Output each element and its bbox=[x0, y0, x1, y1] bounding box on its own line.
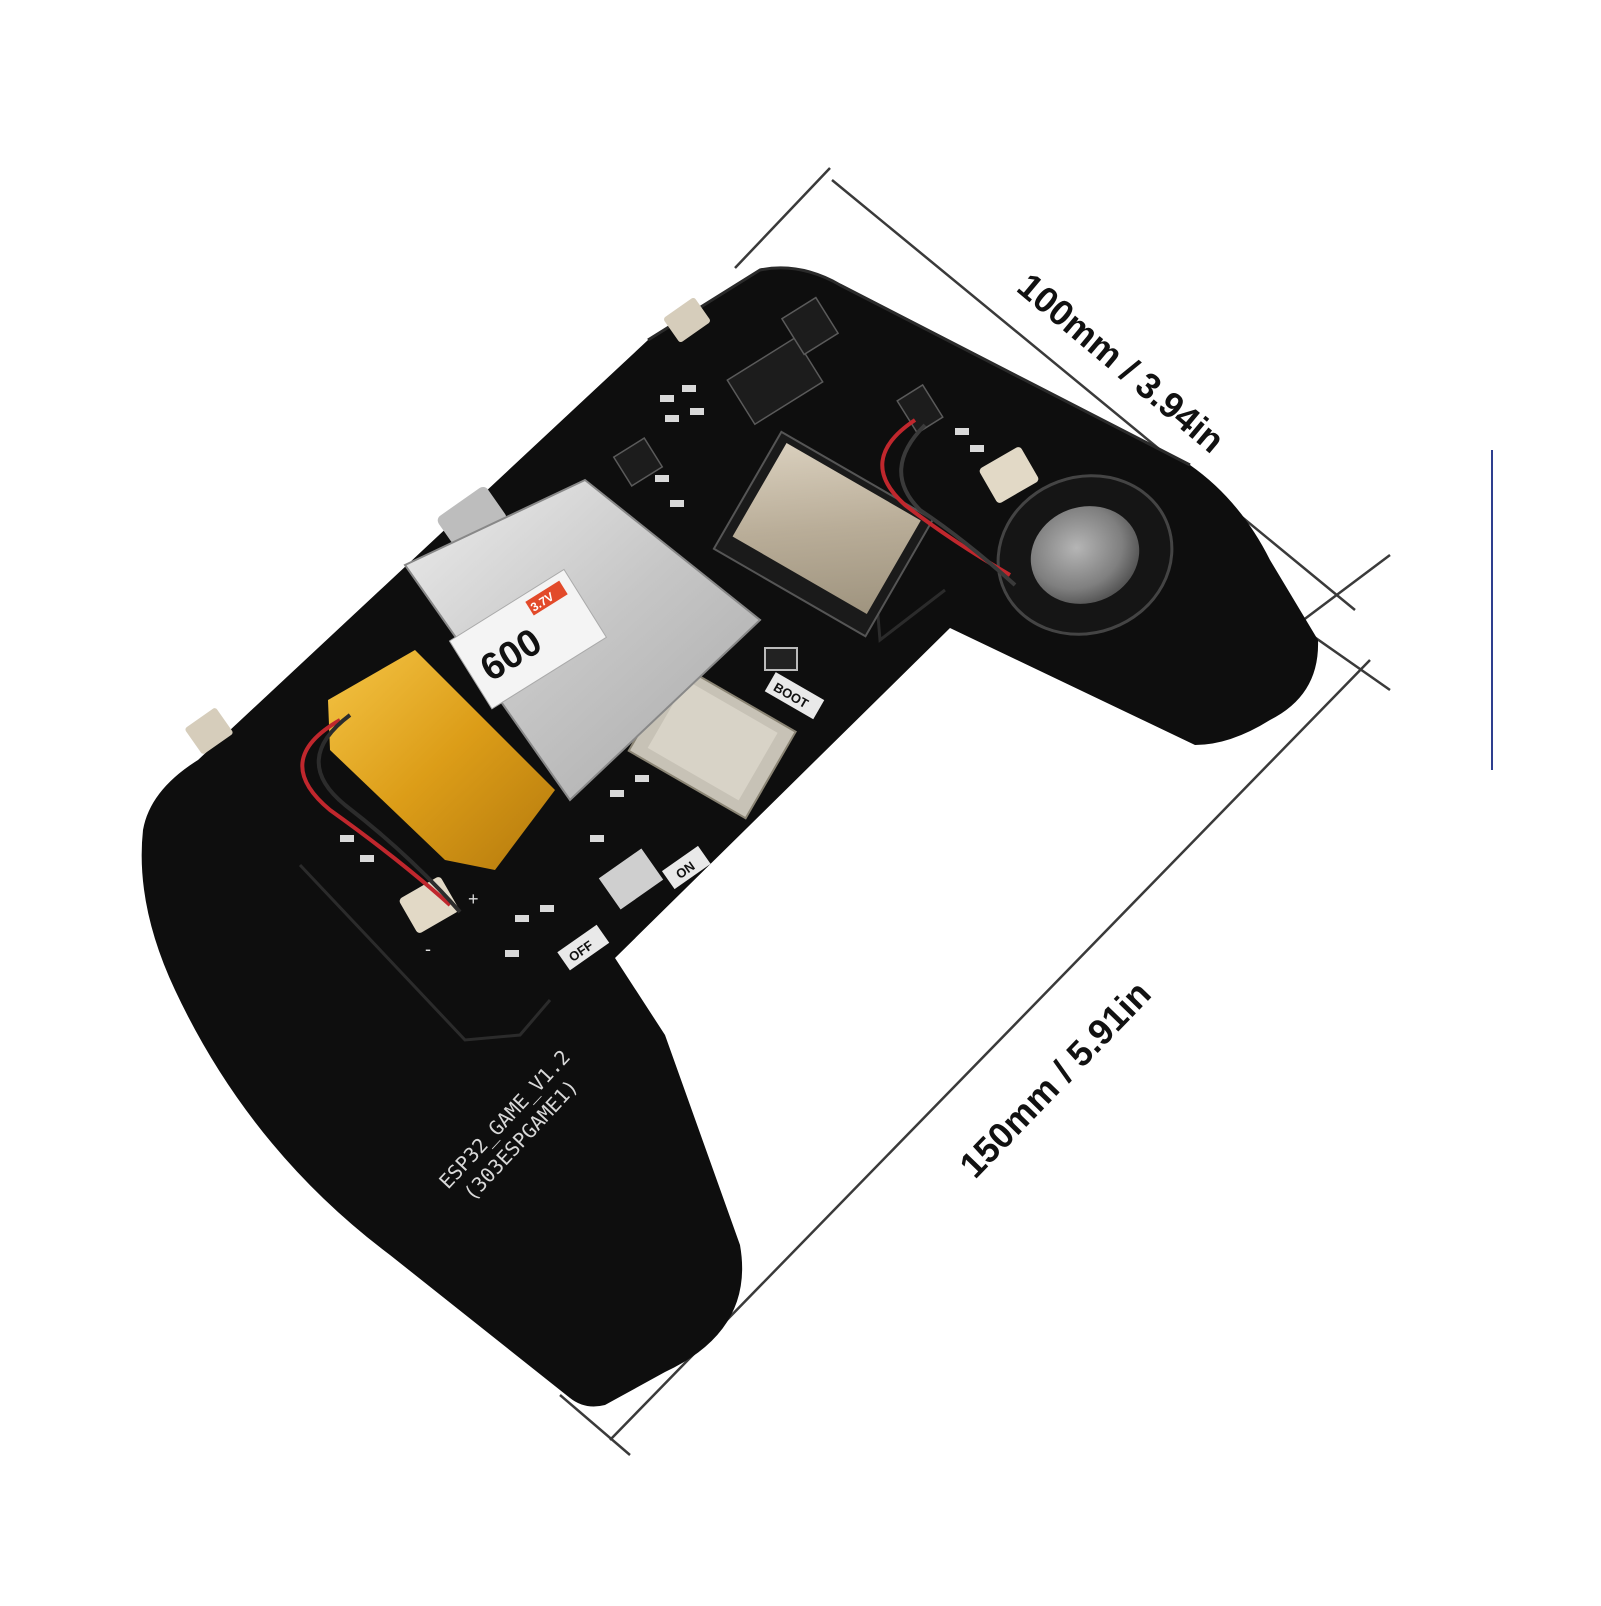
plus-label: + bbox=[468, 889, 479, 909]
connector-left bbox=[185, 708, 233, 754]
chip-group bbox=[612, 296, 944, 487]
minus-label: - bbox=[425, 939, 431, 959]
width-end-tick-bottom bbox=[1289, 554, 1391, 631]
smd-components bbox=[340, 385, 984, 957]
length-end-tick-bottom bbox=[559, 1394, 631, 1456]
power-switch-body bbox=[598, 848, 664, 910]
dimension-lines bbox=[559, 167, 1391, 1456]
speaker-connector bbox=[979, 447, 1039, 503]
usb-c-port bbox=[437, 486, 507, 552]
width-end-tick-top bbox=[734, 167, 831, 269]
battery-label: 600 3.7V bbox=[448, 568, 608, 710]
battery: 600 3.7V bbox=[328, 478, 762, 870]
length-label: 150mm / 5.91in bbox=[951, 973, 1158, 1186]
speaker-wire-red bbox=[880, 418, 1012, 577]
battery-wire-red bbox=[300, 718, 452, 907]
width-dimension-line bbox=[831, 179, 1356, 611]
power-switch: ON OFF bbox=[557, 845, 711, 971]
esp32-module bbox=[712, 430, 935, 638]
battery-wire-black bbox=[316, 713, 462, 914]
speaker-wire-black bbox=[899, 423, 1017, 587]
pcb-board: 600 3.7V BOOT ON OFF - bbox=[141, 266, 1319, 1407]
length-dimension-line bbox=[609, 659, 1371, 1441]
pcb-edge-highlight bbox=[647, 266, 1191, 467]
speaker bbox=[996, 474, 1174, 636]
boot-header bbox=[764, 647, 798, 671]
connector-top-left bbox=[664, 297, 710, 343]
battery-kapton-tape bbox=[328, 650, 555, 870]
